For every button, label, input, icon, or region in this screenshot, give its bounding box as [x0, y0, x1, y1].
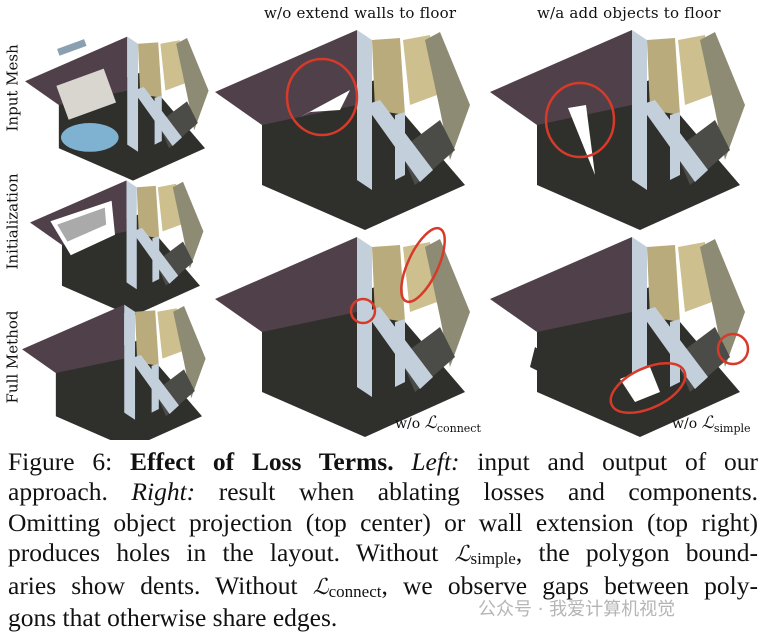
caption-text: produces holes in the layout. Without [8, 538, 439, 568]
row-label-full-method: Full Method [3, 310, 22, 404]
caption-text: input and output of our [477, 447, 759, 476]
caption-text: approach. [8, 477, 108, 507]
caption-text: result when ablating losses and componen… [218, 477, 758, 507]
caption-line: Figure 6: Effect of Loss Terms. Left: in… [8, 447, 758, 477]
panel-no-add-objects [490, 30, 745, 230]
initialization-thumbnail [30, 180, 204, 317]
column-title-no-add-objects: w/a add objects to floor [537, 4, 721, 22]
figure-panels [22, 30, 750, 440]
caption-line: gons that otherwise share edges. [8, 603, 338, 633]
loss-subscript: connect [436, 421, 481, 435]
loss-symbol: ℒ [454, 542, 471, 568]
right-label: Right: [131, 477, 196, 507]
figure-label: Figure 6: [8, 447, 113, 476]
panel-no-simple [490, 237, 750, 437]
caption-line: produces holes in the layout. Without ℒs… [8, 538, 758, 570]
row-label-input-mesh: Input Mesh [3, 44, 22, 132]
loss-subscript: simple [713, 421, 751, 435]
loss-subscript: simple [470, 549, 516, 569]
full-method-thumbnail [22, 304, 206, 440]
caption-line: aries show dents. Without ℒconnect, we o… [8, 571, 758, 603]
caption-line: Omitting object projection (top center) … [8, 507, 758, 537]
row-label-initialization: Initialization [3, 173, 22, 270]
caption-text: aries show dents. Without [8, 570, 298, 600]
caption-text: , we observe gaps between poly- [381, 570, 758, 600]
panel-label-prefix: w/o [672, 416, 702, 432]
loss-subscript: connect [328, 581, 382, 601]
panel-label-no-connect: w/o ℒconnect [395, 413, 481, 435]
watermark: 公众号 · 我爱计算机视觉 [478, 599, 676, 620]
figure-caption: Figure 6: Effect of Loss Terms. Left: in… [8, 447, 758, 633]
caption-line: approach. Right: result when ablating lo… [8, 477, 758, 507]
column-title-no-extend-walls: w/o extend walls to floor [264, 4, 457, 22]
loss-symbol: ℒ [424, 413, 437, 432]
loss-symbol: ℒ [701, 413, 714, 432]
caption-text: , the polygon bound- [515, 538, 759, 568]
panel-label-no-simple: w/o ℒsimple [672, 413, 751, 435]
left-label: Left: [411, 447, 460, 476]
loss-symbol: ℒ [312, 574, 329, 600]
panel-label-prefix: w/o [395, 416, 425, 432]
caption-title: Effect of Loss Terms. [129, 447, 394, 476]
panel-no-extend-walls [215, 30, 470, 230]
panel-no-connect [215, 226, 470, 437]
input-mesh-thumbnail [25, 36, 209, 181]
